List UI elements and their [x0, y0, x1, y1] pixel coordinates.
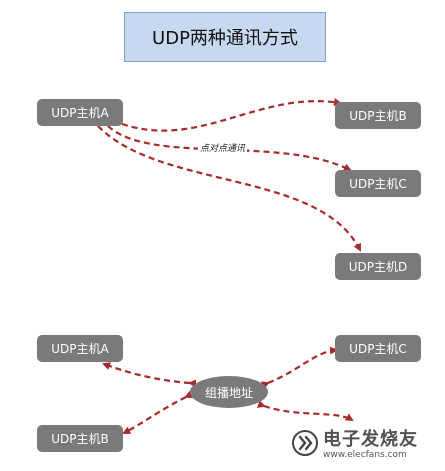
node-mc-member-a: UDP主机A	[37, 335, 123, 362]
node-mc-member-b: UDP主机B	[37, 425, 123, 452]
arrow-hub-watermark	[257, 400, 354, 422]
node-multicast-hub: 组播地址	[190, 376, 268, 408]
arrow-hub-b	[122, 390, 194, 434]
arrow-hub-c	[260, 346, 338, 389]
node-p2p-target-c: UDP主机C	[335, 170, 421, 197]
node-mc-member-c: UDP主机C	[335, 335, 421, 362]
watermark-text: 电子发烧友	[323, 429, 418, 450]
watermark: 电子发烧友 www.elecfans.com	[291, 423, 441, 467]
node-p2p-target-d: UDP主机D	[335, 253, 421, 280]
p2p-edge-label: 点对点通讯	[198, 141, 248, 154]
arrow-hub-a	[102, 362, 197, 388]
diagram-title: UDP两种通讯方式	[124, 12, 326, 62]
elecfans-logo-icon	[292, 430, 318, 456]
node-p2p-source: UDP主机A	[37, 99, 123, 126]
arrow-a-to-b	[121, 98, 342, 132]
arrow-a-to-d	[97, 125, 361, 252]
watermark-url: www.elecfans.com	[323, 450, 407, 460]
node-p2p-target-b: UDP主机B	[335, 102, 421, 129]
